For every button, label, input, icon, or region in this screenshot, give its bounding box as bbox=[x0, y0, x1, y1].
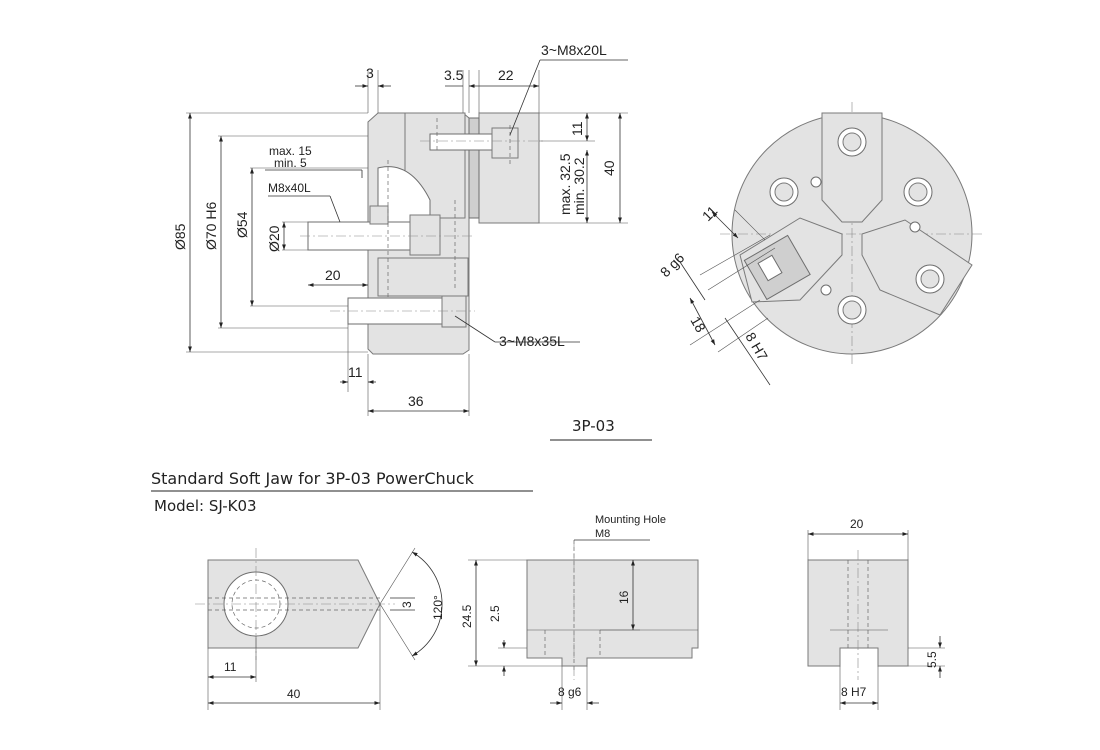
dim-min-30-2: min. 30.2 bbox=[571, 157, 587, 215]
soft-jaw-top-view: 3 120° 11 40 bbox=[195, 547, 445, 710]
mounting-hole-size: M8 bbox=[595, 528, 610, 540]
chuck-front-view: 11 8 g6 18 8 H7 bbox=[657, 102, 985, 386]
front-dim-18: 18 bbox=[687, 314, 709, 336]
jaw-side-dim-16: 16 bbox=[617, 590, 631, 604]
dim-36: 36 bbox=[408, 393, 424, 409]
soft-jaw-side-view: Mounting Hole M8 24.5 2.5 16 8 g6 bbox=[460, 514, 699, 710]
screw-bottom-label: 3~M8x35L bbox=[499, 333, 565, 349]
dim-3-5: 3.5 bbox=[444, 67, 464, 83]
soft-jaw-title: Standard Soft Jaw for 3P-03 PowerChuck bbox=[151, 469, 475, 488]
jaw-side-dim-24-5: 24.5 bbox=[460, 604, 474, 628]
dim-40: 40 bbox=[601, 160, 617, 176]
soft-jaw-end-view: 20 5.5 8 H7 bbox=[807, 517, 945, 710]
screw-top-label: 3~M8x20L bbox=[541, 42, 607, 58]
jaw-top-dim-11: 11 bbox=[224, 660, 237, 674]
front-dim-8g6: 8 g6 bbox=[657, 249, 688, 280]
dim-dia-54: Ø54 bbox=[234, 211, 250, 238]
model-label-3p03: 3P-03 bbox=[572, 417, 615, 435]
jaw-side-dim-8g6: 8 g6 bbox=[558, 685, 582, 699]
jaw-end-dim-20: 20 bbox=[850, 517, 864, 531]
soft-jaw-section: Standard Soft Jaw for 3P-03 PowerChuck M… bbox=[151, 469, 945, 710]
dim-22: 22 bbox=[498, 67, 514, 83]
jaw-top-dim-40: 40 bbox=[287, 687, 301, 701]
dim-dia-70: Ø70 H6 bbox=[203, 202, 219, 250]
jaw-end-dim-8h7: 8 H7 bbox=[841, 685, 867, 699]
front-dim-8h7: 8 H7 bbox=[742, 330, 771, 364]
front-dim-11: 11 bbox=[699, 202, 721, 224]
dim-dia-85: Ø85 bbox=[172, 223, 188, 250]
dim-m8x40: M8x40L bbox=[268, 181, 311, 195]
dim-min-5: min. 5 bbox=[274, 156, 307, 170]
soft-jaw-model: Model: SJ-K03 bbox=[154, 497, 257, 515]
dim-20: 20 bbox=[325, 267, 341, 283]
dim-11-bottom: 11 bbox=[348, 364, 363, 380]
mounting-hole-label: Mounting Hole bbox=[595, 514, 666, 526]
top-screw bbox=[429, 133, 493, 151]
dim-max-15: max. 15 bbox=[269, 144, 312, 158]
jaw-side-dim-2-5: 2.5 bbox=[488, 605, 502, 622]
dim-3: 3 bbox=[366, 65, 374, 81]
jaw-end-dim-5-5: 5.5 bbox=[925, 651, 939, 668]
jaw-top-dim-angle: 120° bbox=[431, 595, 445, 620]
dim-11-top: 11 bbox=[569, 121, 585, 136]
jaw-top-dim-3: 3 bbox=[400, 601, 414, 608]
dim-dia-20: Ø20 bbox=[266, 225, 282, 252]
dim-max-32-5: max. 32.5 bbox=[557, 153, 573, 215]
chuck-side-view: 3 3.5 22 3~M8x20L 11 max. 32.5 min. 30.2… bbox=[172, 42, 652, 441]
